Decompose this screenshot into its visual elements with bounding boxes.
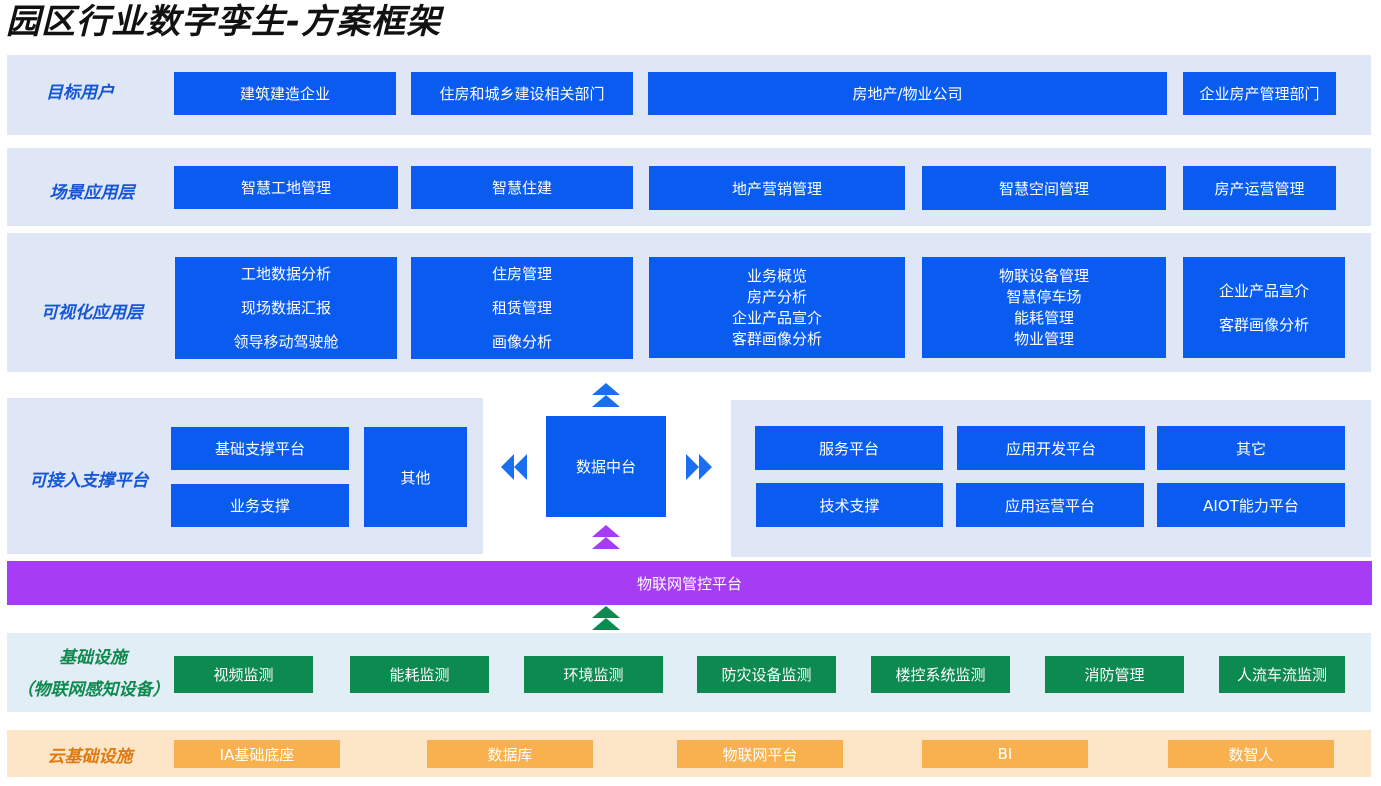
- infra-fire[interactable]: 消防管理: [1045, 656, 1184, 693]
- support-right-band: [731, 400, 1371, 557]
- double-triangle-up-icon: [592, 525, 620, 549]
- support-other[interactable]: 其他: [364, 427, 467, 527]
- scenario-marketing[interactable]: 地产营销管理: [649, 166, 905, 210]
- support-business[interactable]: 业务支撑: [171, 484, 349, 527]
- support-aiot-platform[interactable]: AIOT能力平台: [1157, 483, 1345, 527]
- scenario-space-management[interactable]: 智慧空间管理: [922, 166, 1166, 210]
- visual-item: 工地数据分析: [240, 265, 331, 283]
- target-user-property-dept[interactable]: 企业房产管理部门: [1183, 72, 1336, 115]
- double-triangle-right-icon: [686, 454, 712, 480]
- support-service-platform[interactable]: 服务平台: [755, 426, 943, 470]
- scenario-property-operation[interactable]: 房产运营管理: [1183, 166, 1336, 210]
- visual-group-business[interactable]: 业务概览 房产分析 企业产品宣介 客群画像分析: [649, 257, 905, 358]
- visual-group-iot[interactable]: 物联设备管理 智慧停车场 能耗管理 物业管理: [922, 257, 1166, 358]
- cloud-digital-human[interactable]: 数智人: [1168, 740, 1334, 768]
- visual-item: 企业产品宣介: [1218, 281, 1309, 300]
- page-title: 园区行业数字孪生-方案框架: [6, 2, 442, 42]
- scenario-site-management[interactable]: 智慧工地管理: [174, 166, 398, 209]
- infra-building-control[interactable]: 楼控系统监测: [871, 656, 1010, 693]
- cloud-bi[interactable]: BI: [922, 740, 1088, 768]
- support-basic-platform[interactable]: 基础支撑平台: [171, 427, 349, 470]
- support-app-ops-platform[interactable]: 应用运营平台: [956, 483, 1144, 527]
- visual-item: 领导移动驾驶舱: [233, 333, 339, 351]
- infrastructure-label: 基础设施 （物联网感知设备）: [7, 641, 179, 707]
- visual-item: 现场数据汇报: [240, 299, 331, 317]
- visual-item: 房产分析: [746, 287, 807, 306]
- visual-item: 企业产品宣介: [731, 308, 822, 327]
- visual-group-enterprise[interactable]: 企业产品宣介 客群画像分析: [1183, 257, 1345, 358]
- target-users-label: 目标用户: [46, 82, 114, 103]
- visual-item: 智慧停车场: [1006, 287, 1082, 306]
- visual-item: 客群画像分析: [731, 329, 822, 348]
- visual-group-housing[interactable]: 住房管理 租赁管理 画像分析: [411, 257, 633, 359]
- visual-layer-label: 可视化应用层: [41, 302, 143, 323]
- target-user-real-estate[interactable]: 房地产/物业公司: [648, 72, 1167, 115]
- support-app-dev-platform[interactable]: 应用开发平台: [957, 426, 1145, 470]
- infra-traffic[interactable]: 人流车流监测: [1219, 656, 1345, 693]
- visual-group-site[interactable]: 工地数据分析 现场数据汇报 领导移动驾驶舱: [175, 257, 397, 359]
- data-center[interactable]: 数据中台: [546, 416, 666, 517]
- visual-item: 客群画像分析: [1218, 315, 1309, 334]
- cloud-label: 云基础设施: [47, 746, 133, 767]
- iot-platform-bar[interactable]: 物联网管控平台: [7, 561, 1372, 605]
- support-others[interactable]: 其它: [1157, 426, 1345, 470]
- infra-disaster[interactable]: 防灾设备监测: [697, 656, 836, 693]
- cloud-ia-base[interactable]: IA基础底座: [174, 740, 340, 768]
- visual-item: 住房管理: [491, 265, 552, 283]
- visual-item: 业务概览: [746, 266, 807, 285]
- double-triangle-up-icon: [592, 383, 620, 407]
- scenario-smart-housing[interactable]: 智慧住建: [411, 166, 633, 209]
- infra-environment[interactable]: 环境监测: [524, 656, 663, 693]
- infra-energy[interactable]: 能耗监测: [350, 656, 489, 693]
- cloud-iot-platform[interactable]: 物联网平台: [677, 740, 843, 768]
- infrastructure-label-line1: 基础设施: [59, 648, 127, 668]
- infrastructure-label-line2: （物联网感知设备）: [16, 680, 170, 700]
- cloud-database[interactable]: 数据库: [427, 740, 593, 768]
- visual-item: 物联设备管理: [998, 266, 1089, 285]
- double-triangle-left-icon: [501, 454, 527, 480]
- target-user-construction[interactable]: 建筑建造企业: [174, 72, 396, 115]
- target-user-housing-dept[interactable]: 住房和城乡建设相关部门: [411, 72, 633, 115]
- infra-video[interactable]: 视频监测: [174, 656, 313, 693]
- visual-item: 画像分析: [491, 333, 552, 351]
- double-triangle-up-icon: [592, 606, 620, 630]
- visual-item: 物业管理: [1013, 329, 1074, 348]
- scenario-layer-label: 场景应用层: [49, 182, 135, 203]
- support-tech[interactable]: 技术支撑: [756, 483, 943, 527]
- visual-item: 租赁管理: [491, 299, 552, 317]
- support-platform-label: 可接入支撑平台: [29, 470, 149, 491]
- visual-item: 能耗管理: [1013, 308, 1074, 327]
